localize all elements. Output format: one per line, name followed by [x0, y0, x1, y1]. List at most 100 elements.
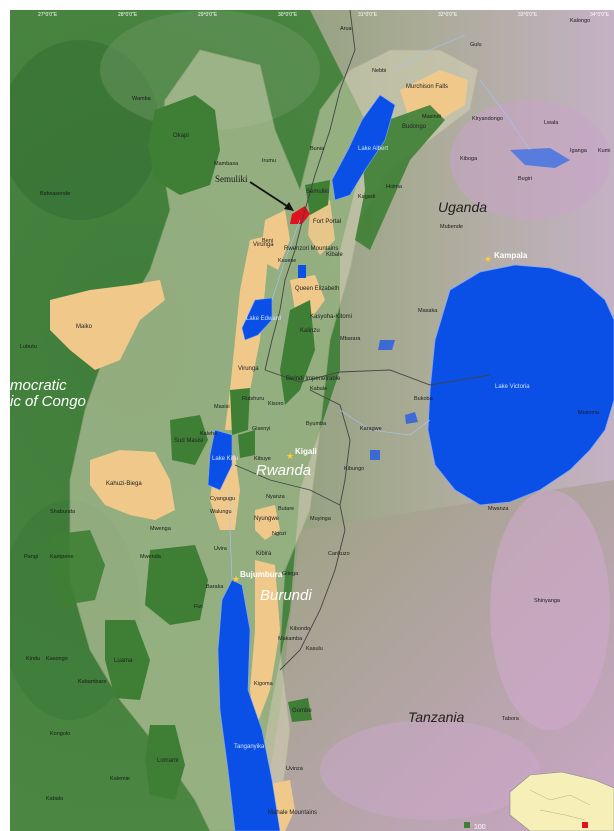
- town-label: Gitega: [282, 571, 299, 577]
- tick-label: 31°0'0"E: [358, 12, 378, 18]
- town-label: Kibungo: [344, 466, 364, 472]
- forest-okapi: [148, 95, 220, 195]
- park-label: Kasyoha-Kitomi: [310, 314, 352, 320]
- tick-label: 33°0'0"E: [518, 12, 538, 18]
- country-label-rwanda: Rwanda: [256, 462, 311, 479]
- forest-luama: [105, 620, 150, 700]
- forest-sud-masisi: [170, 415, 208, 465]
- lake-kyoga: [510, 148, 570, 168]
- town-label: Nyanza: [266, 494, 286, 500]
- park-label: Virunga: [238, 366, 259, 372]
- town-label: Kabale: [310, 386, 327, 392]
- semuliki-label: Semuliki: [215, 174, 248, 184]
- town-label: Mwanza: [488, 506, 509, 512]
- town-label: Shinyanga: [534, 598, 561, 604]
- town-label: Kabambare: [78, 679, 106, 685]
- town-label: Kagadi: [358, 194, 375, 200]
- map-canvas[interactable]: 27°0'0"E 28°0'0"E 29°0'0"E 30°0'0"E 31°0…: [10, 10, 614, 831]
- country-label-burundi: Burundi: [260, 587, 312, 604]
- town-label: Mubende: [440, 224, 463, 230]
- town-label: Makamba: [278, 636, 303, 642]
- town-label: Fizi: [194, 604, 203, 610]
- town-label: Arua: [340, 26, 353, 32]
- capital-kampala[interactable]: ★ Kampala: [484, 251, 528, 265]
- park-label: Kahuzi-Biega: [106, 481, 142, 487]
- town-label: Kigoma: [254, 681, 274, 687]
- park-label: Virunga: [253, 242, 274, 248]
- semuliki-arrow-line: [249, 181, 291, 209]
- town-label: Lwala: [544, 120, 559, 126]
- forest-gishwati: [230, 388, 250, 435]
- border-rwanda-burundi: [234, 464, 346, 531]
- tick-label: 28°0'0"E: [118, 12, 138, 18]
- capital-star-icon: ★: [232, 575, 240, 585]
- park-label: Sud Masisi: [174, 438, 203, 444]
- town-label: Lubutu: [20, 344, 37, 350]
- town-label: Tabora: [502, 716, 520, 722]
- pink-land-patch: [320, 720, 540, 820]
- town-label: Uvinza: [286, 766, 304, 772]
- border-uganda-rwanda-tanzania: [264, 369, 491, 386]
- town-label: Kalemie: [110, 776, 130, 782]
- forest-gombe: [288, 698, 312, 722]
- africa-outline: [509, 771, 614, 831]
- town-label: Beni: [262, 238, 273, 244]
- tick-label: 27°0'0"E: [38, 12, 58, 18]
- town-label: Butare: [278, 506, 294, 512]
- town-label: Bugiri: [518, 176, 532, 182]
- africa-locator-inset[interactable]: [509, 771, 614, 831]
- city-label-kigali: Kigali: [295, 447, 317, 456]
- town-label: Kalongo: [570, 18, 590, 24]
- tick-label: 30°0'0"E: [278, 12, 298, 18]
- town-label: Mwenda: [140, 554, 162, 560]
- park-label: Semuliki: [306, 189, 329, 195]
- town-label: Kiboga: [460, 156, 478, 162]
- capital-star-icon: ★: [286, 452, 294, 462]
- park-rift-corridor-south: [250, 560, 280, 730]
- town-label: Irumu: [262, 158, 276, 164]
- town-label: Kasese: [278, 258, 296, 264]
- town-label: Kabalo: [46, 796, 63, 802]
- capital-kigali[interactable]: ★ Kigali: [286, 447, 317, 462]
- lake-label-victoria: Lake Victoria: [495, 384, 530, 390]
- town-label: Nebbi: [372, 68, 386, 74]
- town-label: Kibuye: [254, 456, 271, 462]
- town-label: Hoima: [386, 184, 403, 190]
- forest-kahuzi-west: [50, 530, 105, 605]
- capital-bujumbura[interactable]: ★ Bujumbura: [232, 570, 283, 585]
- river-nile: [394, 34, 531, 151]
- town-label: Masisi: [214, 404, 230, 410]
- semuliki-callout[interactable]: Semuliki: [215, 174, 294, 211]
- town-labels: Arua Gulu Kalongo Nebbi Wamba Bunia Mamb…: [20, 18, 611, 802]
- park-label: Murchison Falls: [406, 84, 448, 90]
- lake-label-edward: Lake Edward: [246, 316, 281, 322]
- lake-albert: [331, 94, 396, 201]
- town-label: Bafwasende: [40, 191, 70, 197]
- town-label: Walungu: [210, 509, 232, 515]
- country-label-uganda: Uganda: [438, 199, 487, 215]
- park-kibale-kalinzu: [308, 200, 335, 255]
- capital-star-icon: ★: [484, 255, 492, 265]
- tick-label: 32°0'0"E: [438, 12, 458, 18]
- town-label: Bukoba: [414, 396, 434, 402]
- town-label: Kisoro: [268, 401, 284, 407]
- border-burundi-tanzania: [279, 529, 346, 671]
- river-semliki: [271, 219, 301, 301]
- town-label: Masindi: [422, 114, 441, 120]
- town-label: Mwenga: [150, 526, 172, 532]
- town-label: Kindu: [26, 656, 40, 662]
- town-label: Cyangugu: [210, 496, 235, 502]
- town-label: Kumi: [598, 148, 611, 154]
- albertine-rift-zone: [69, 49, 479, 831]
- town-label: Iganga: [570, 148, 588, 154]
- city-label-kampala: Kampala: [494, 251, 528, 260]
- lake-label-tanganyika: Tanganyika: [234, 744, 265, 750]
- park-label: Rwenzori Mountains: [284, 246, 338, 252]
- town-label: Ngozi: [272, 531, 286, 537]
- park-label: Kibale: [326, 252, 343, 258]
- town-label: Masaka: [418, 308, 438, 314]
- border-rwanda-east: [309, 389, 351, 506]
- scale-value: 100: [474, 824, 486, 831]
- town-label: Shabunda: [50, 509, 76, 515]
